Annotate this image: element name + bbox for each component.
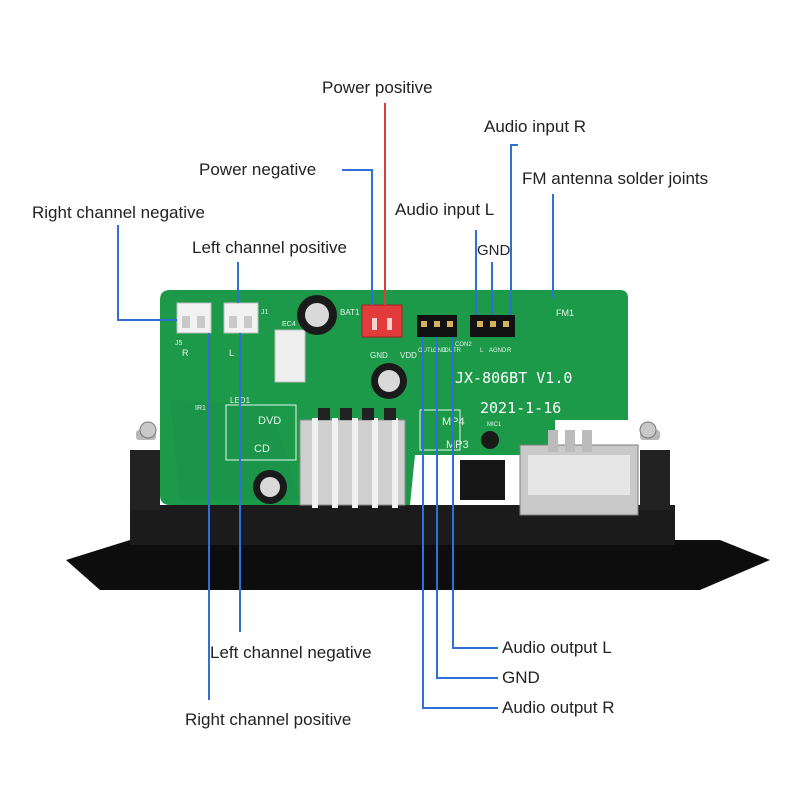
board-date-text: 2021-1-16 bbox=[480, 399, 561, 417]
leader-gnd-bottom bbox=[436, 337, 498, 679]
j1-label: J1 bbox=[261, 309, 269, 316]
out-l-label: OUTL bbox=[418, 348, 435, 354]
black-housing bbox=[66, 421, 770, 590]
label-gnd-top: GND bbox=[477, 242, 511, 259]
label-audio-output-l: Audio output L bbox=[502, 638, 612, 657]
mp3-label: MP3 bbox=[446, 439, 469, 451]
con2-label: CON2 bbox=[455, 342, 472, 348]
capacitors bbox=[253, 295, 407, 504]
con-r-label: R bbox=[507, 348, 512, 354]
out-gnd-label: GND bbox=[433, 348, 447, 354]
leader-right-channel-negative bbox=[117, 225, 177, 321]
jack-r-label: R bbox=[182, 348, 189, 358]
jack-l-label: L bbox=[229, 348, 234, 358]
label-fm-antenna: FM antenna solder joints bbox=[522, 169, 709, 188]
bat-label: BAT1 bbox=[340, 308, 360, 317]
led-display-outline bbox=[225, 404, 297, 461]
label-power-positive: Power positive bbox=[322, 78, 433, 97]
con-agnd-label: AGND bbox=[489, 348, 507, 354]
power-connector bbox=[361, 304, 403, 338]
heatsink bbox=[299, 408, 406, 508]
leader-lines bbox=[117, 103, 554, 709]
leader-audio-output-r bbox=[422, 337, 498, 709]
cd-label: CD bbox=[254, 443, 270, 455]
audio-input-header bbox=[417, 315, 515, 337]
dvd-label: DVD bbox=[258, 415, 281, 427]
label-left-channel-positive: Left channel positive bbox=[192, 238, 347, 257]
label-left-channel-negative: Left channel negative bbox=[210, 643, 372, 662]
usb-and-jack bbox=[460, 430, 639, 516]
fm-label: FM1 bbox=[556, 308, 574, 318]
label-audio-output-r: Audio output R bbox=[502, 698, 615, 717]
label-right-channel-negative: Right channel negative bbox=[32, 203, 205, 222]
speaker-connectors bbox=[176, 302, 306, 383]
leader-audio-output-l bbox=[452, 337, 498, 649]
leader-audio-input-r bbox=[510, 144, 518, 315]
label-gnd-bottom: GND bbox=[502, 668, 540, 687]
j5-label: J5 bbox=[175, 340, 183, 347]
con-l-label: L bbox=[480, 348, 484, 354]
label-audio-input-r: Audio input R bbox=[484, 117, 587, 136]
mp-led-outline bbox=[419, 409, 461, 451]
ec-label: EC4 bbox=[282, 321, 296, 328]
label-power-negative: Power negative bbox=[199, 160, 317, 179]
board-model-text: JX-806BT V1.0 bbox=[455, 369, 572, 387]
label-right-channel-positive: Right channel positive bbox=[185, 710, 352, 729]
gnd-silk-label: GND bbox=[370, 351, 388, 360]
ir-label: IR1 bbox=[195, 405, 206, 412]
vdd-silk-label: VDD bbox=[400, 351, 417, 360]
mic-label: MIC1 bbox=[487, 422, 502, 428]
label-audio-input-l: Audio input L bbox=[395, 200, 495, 219]
leader-power-negative bbox=[342, 169, 373, 305]
